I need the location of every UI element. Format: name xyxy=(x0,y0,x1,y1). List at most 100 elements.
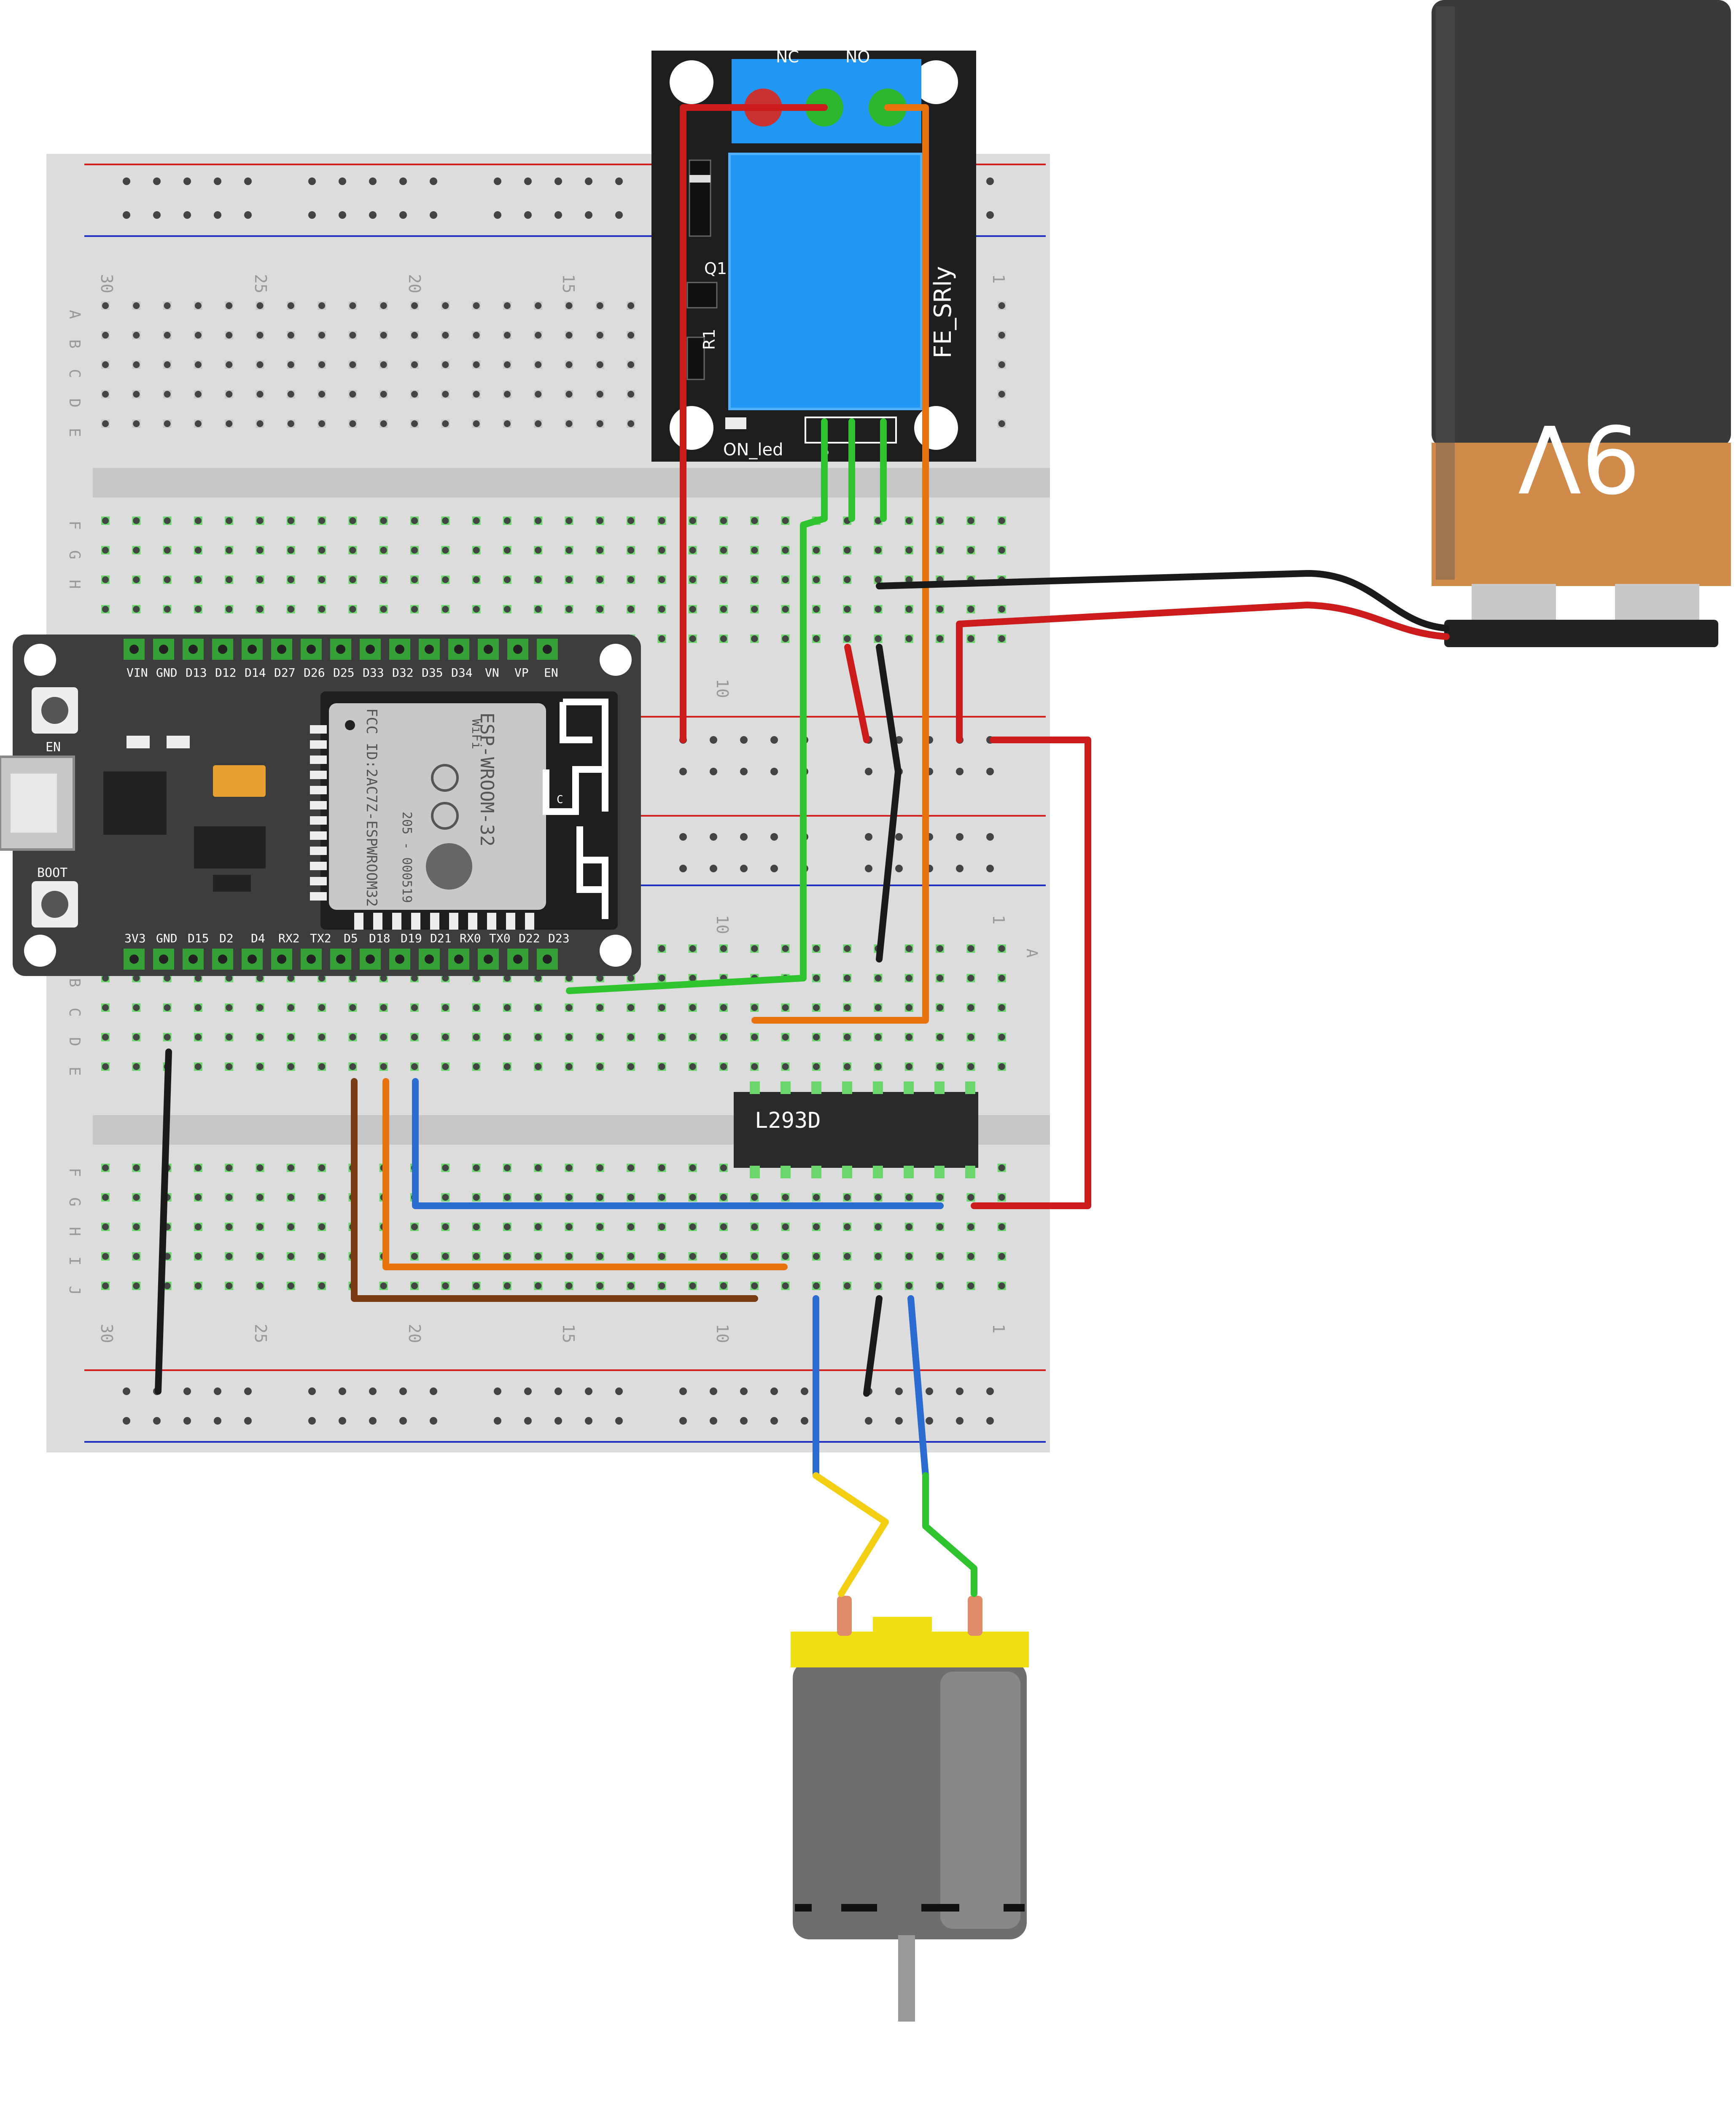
breadboard-hole-center xyxy=(937,1253,944,1260)
rail-hole xyxy=(153,177,161,185)
breadboard-hole-center xyxy=(565,576,573,583)
pin-label: D14 xyxy=(245,666,266,680)
breadboard-hole-center xyxy=(226,361,233,368)
breadboard-hole-center xyxy=(318,1223,326,1230)
breadboard-hole-center xyxy=(380,576,387,583)
breadboard-hole-center xyxy=(751,1063,758,1070)
wroom-fcc: FCC ID:2AC7Z-ESPWROOM32 xyxy=(363,708,380,907)
row-letters: A B C D E F G H A B C D E F G H I J xyxy=(66,310,1040,1295)
battery-top xyxy=(1432,0,1731,447)
breadboard-hole-center xyxy=(967,547,974,554)
breadboard-hole-center xyxy=(813,547,820,554)
breadboard-hole-center xyxy=(473,391,480,398)
breadboard-hole-center xyxy=(442,1253,449,1260)
breadboard-hole-center xyxy=(535,361,542,368)
breadboard-hole-center xyxy=(256,1223,264,1230)
breadboard-hole-center xyxy=(442,517,449,524)
breadboard-hole-center xyxy=(535,1223,542,1230)
breadboard-hole-center xyxy=(689,1164,696,1171)
breadboard-hole-center xyxy=(875,517,882,524)
rail-hole xyxy=(986,768,994,775)
breadboard-hole-center xyxy=(194,332,202,339)
breadboard-hole-center xyxy=(565,302,573,309)
breadboard-hole-center xyxy=(380,547,387,554)
rail-hole xyxy=(801,1387,808,1395)
breadboard-hole-center xyxy=(256,606,264,613)
breadboard-hole-center xyxy=(905,1283,912,1289)
rail-hole xyxy=(986,1387,994,1395)
wire-black-gnd xyxy=(155,1049,172,1395)
breadboard-hole-center xyxy=(905,1223,912,1230)
breadboard-hole-center xyxy=(442,332,449,339)
wire-orange xyxy=(751,104,929,1024)
breadboard-hole-center xyxy=(967,1063,974,1070)
rail-hole xyxy=(399,1387,407,1395)
breadboard-hole-center xyxy=(905,945,912,952)
breadboard-hole-center xyxy=(102,547,109,554)
breadboard-hole-center xyxy=(689,547,696,554)
header-pin-hole xyxy=(129,645,139,654)
rail-hole xyxy=(740,1387,748,1395)
breadboard-hole-center xyxy=(937,547,944,554)
breadboard-hole-center xyxy=(380,606,387,613)
rail-hole xyxy=(710,865,717,872)
en-button-cap[interactable] xyxy=(41,697,68,724)
breadboard-hole-center xyxy=(596,576,603,583)
diode-band xyxy=(689,175,711,183)
castellation xyxy=(310,892,327,901)
breadboard-hole-center xyxy=(133,1164,140,1171)
breadboard-hole-center xyxy=(535,975,542,981)
breadboard-hole-center xyxy=(535,547,542,554)
breadboard-hole-center xyxy=(473,606,480,613)
breadboard-hole-center xyxy=(349,420,356,427)
breadboard-hole-center xyxy=(998,332,1005,339)
breadboard-hole-center xyxy=(380,1004,387,1011)
breadboard-hole-center xyxy=(565,1164,573,1171)
breadboard-hole-center xyxy=(535,1063,542,1070)
breadboard-hole-center xyxy=(318,606,326,613)
colnum: 20 xyxy=(405,1324,424,1343)
breadboard-hole-center xyxy=(875,1194,882,1201)
breadboard-hole-center xyxy=(411,1004,418,1011)
breadboard-hole-center xyxy=(658,1004,665,1011)
rail-hole xyxy=(308,1387,316,1395)
breadboard-hole-center xyxy=(411,361,418,368)
breadboard-hole-center xyxy=(133,302,140,309)
colnum: 1 xyxy=(989,915,1008,925)
breadboard-hole-center xyxy=(689,1063,696,1070)
breadboard-hole-center xyxy=(473,1063,480,1070)
breadboard-hole-center xyxy=(164,975,171,981)
wire-brown-tx2 xyxy=(351,1078,758,1302)
breadboard-hole-center xyxy=(226,517,233,524)
pin-label: D25 xyxy=(333,666,355,680)
colnum: 10 xyxy=(713,915,732,934)
breadboard-hole-center xyxy=(102,1004,109,1011)
boot-button-cap[interactable] xyxy=(41,891,68,918)
breadboard-hole-center xyxy=(937,945,944,952)
mount-hole xyxy=(670,406,713,450)
breadboard-hole-center xyxy=(689,576,696,583)
espressif-logo xyxy=(426,843,472,890)
breadboard-hole-center xyxy=(998,420,1005,427)
breadboard-hole-center xyxy=(503,1063,511,1070)
breadboard-hole-center xyxy=(720,1194,727,1201)
breadboard-hole-center xyxy=(937,1194,944,1201)
breadboard-hole-center xyxy=(565,391,573,398)
breadboard-hole-center xyxy=(937,1283,944,1289)
breadboard-hole-center xyxy=(411,1063,418,1070)
breadboard-hole-center xyxy=(627,1223,635,1230)
breadboard-hole-center xyxy=(627,1253,635,1260)
breadboard-hole-center xyxy=(782,635,789,642)
breadboard-hole-center xyxy=(813,945,820,952)
breadboard-hole-center xyxy=(535,1164,542,1171)
rail-hole xyxy=(740,833,748,841)
header-pin-hole xyxy=(248,955,257,964)
breadboard-hole-center xyxy=(658,1034,665,1041)
resistor-r1 xyxy=(686,336,705,380)
breadboard-hole-center xyxy=(503,1223,511,1230)
rail-hole xyxy=(740,768,748,775)
breadboard-hole-center xyxy=(782,1194,789,1201)
breadboard-hole-center xyxy=(256,332,264,339)
pin1-dot xyxy=(345,720,355,730)
breadboard-hole-center xyxy=(998,975,1005,981)
